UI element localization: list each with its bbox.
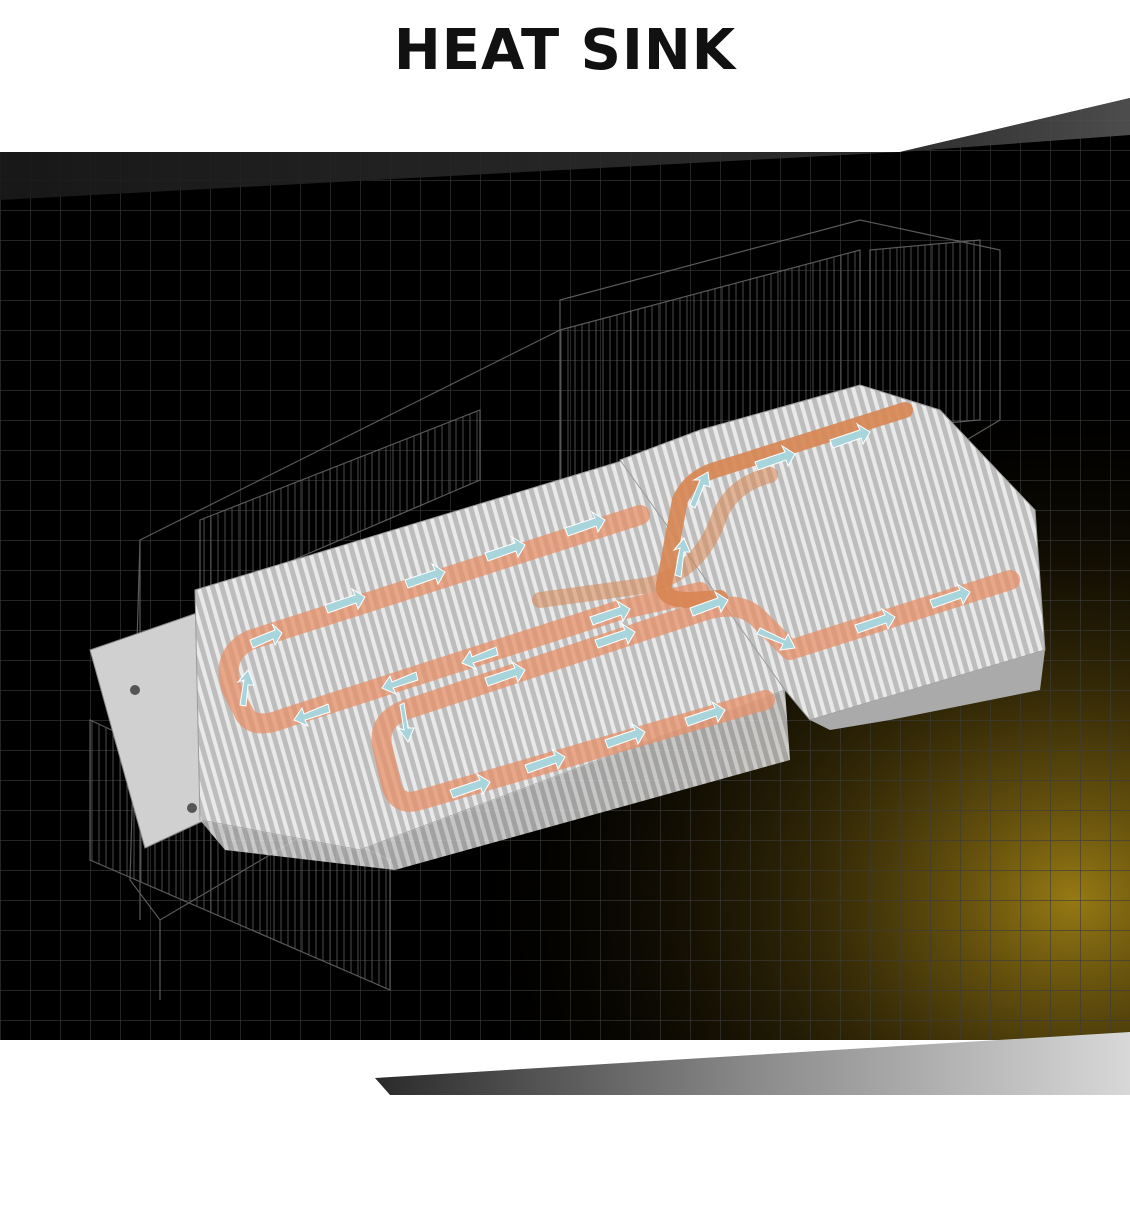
airflow-arrow-icon xyxy=(381,671,419,695)
wireframe-cooler xyxy=(89,219,1001,1000)
airflow-arrow-icon xyxy=(484,535,526,562)
airflow-arrow-icon xyxy=(236,669,255,707)
airflow-arrow-icon xyxy=(754,444,796,471)
airflow-arrow-icon xyxy=(484,660,526,687)
airflow-arrow-icon xyxy=(929,582,971,609)
page-title: HEAT SINK xyxy=(393,18,737,83)
airflow-arrow-icon xyxy=(589,599,631,626)
airflow-arrow-icon xyxy=(524,747,566,774)
airflow-arrow-icon xyxy=(564,510,606,537)
airflow-arrows xyxy=(236,422,971,799)
airflow-arrow-icon xyxy=(404,562,446,589)
airflow-arrow-icon xyxy=(689,471,711,509)
airflow-arrow-icon xyxy=(594,622,636,649)
airflow-arrow-icon xyxy=(829,422,871,449)
airflow-arrow-icon xyxy=(672,537,691,578)
airflow-arrow-icon xyxy=(756,627,796,651)
airflow-arrow-icon xyxy=(396,702,415,744)
airflow-arrow-icon xyxy=(684,700,726,727)
airflow-arrow-icon xyxy=(449,772,491,799)
airflow-arrow-icon xyxy=(293,703,331,727)
airflow-arrow-icon xyxy=(249,623,283,649)
airflow-arrow-icon xyxy=(461,646,499,670)
airflow-arrow-icon xyxy=(689,590,729,617)
airflow-arrow-icon xyxy=(324,587,366,614)
airflow-arrow-icon xyxy=(854,607,896,634)
airflow-arrow-icon xyxy=(604,722,646,749)
